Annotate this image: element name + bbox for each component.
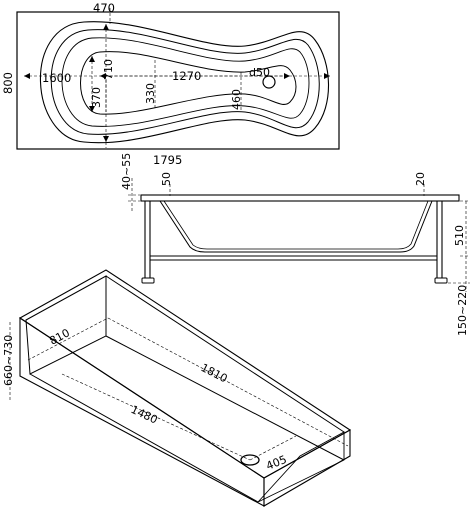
basin-outline bbox=[80, 51, 297, 115]
label-405: 405 bbox=[264, 453, 288, 473]
left-foot bbox=[141, 277, 155, 284]
label-460: 460 bbox=[230, 89, 243, 110]
label-20: 20 bbox=[414, 172, 427, 186]
basin-profile bbox=[159, 200, 433, 253]
label-660-730: 660~730 bbox=[2, 335, 15, 386]
label-150-220: 150~220 bbox=[456, 285, 469, 336]
inner-rim bbox=[50, 29, 320, 135]
label-330: 330 bbox=[144, 83, 157, 104]
side-view bbox=[128, 178, 470, 292]
iso-top-face bbox=[18, 269, 352, 479]
dim-line-810 bbox=[27, 317, 109, 361]
top-view-frame bbox=[16, 11, 340, 150]
label-d50: d50 bbox=[249, 66, 270, 79]
dim-line-1480 bbox=[61, 373, 251, 461]
label-710: 710 bbox=[102, 59, 115, 80]
top-view-labels: 470 800 1600 710 1270 d50 370 330 460 17… bbox=[1, 1, 270, 167]
top-view bbox=[16, 8, 340, 150]
label-1795: 1795 bbox=[153, 153, 182, 167]
iso-right-face bbox=[263, 429, 351, 507]
label-1600: 1600 bbox=[42, 71, 71, 85]
right-foot bbox=[434, 277, 448, 284]
label-1270: 1270 bbox=[172, 69, 201, 83]
dim-line-405 bbox=[249, 435, 297, 461]
side-rim bbox=[140, 194, 460, 202]
dim-line-1810 bbox=[107, 317, 349, 447]
label-370: 370 bbox=[90, 87, 103, 108]
label-470: 470 bbox=[93, 1, 115, 15]
label-40-55: 40~55 bbox=[120, 153, 133, 190]
outer-rim bbox=[39, 21, 330, 144]
side-view-labels: 40~55 50 20 510 150~220 bbox=[120, 153, 469, 336]
label-510: 510 bbox=[453, 225, 466, 246]
ledge-line bbox=[61, 37, 310, 127]
label-800: 800 bbox=[1, 72, 15, 94]
label-1810: 1810 bbox=[199, 361, 230, 385]
iso-view bbox=[9, 269, 352, 507]
label-50: 50 bbox=[160, 172, 173, 186]
iso-drain bbox=[240, 454, 260, 466]
